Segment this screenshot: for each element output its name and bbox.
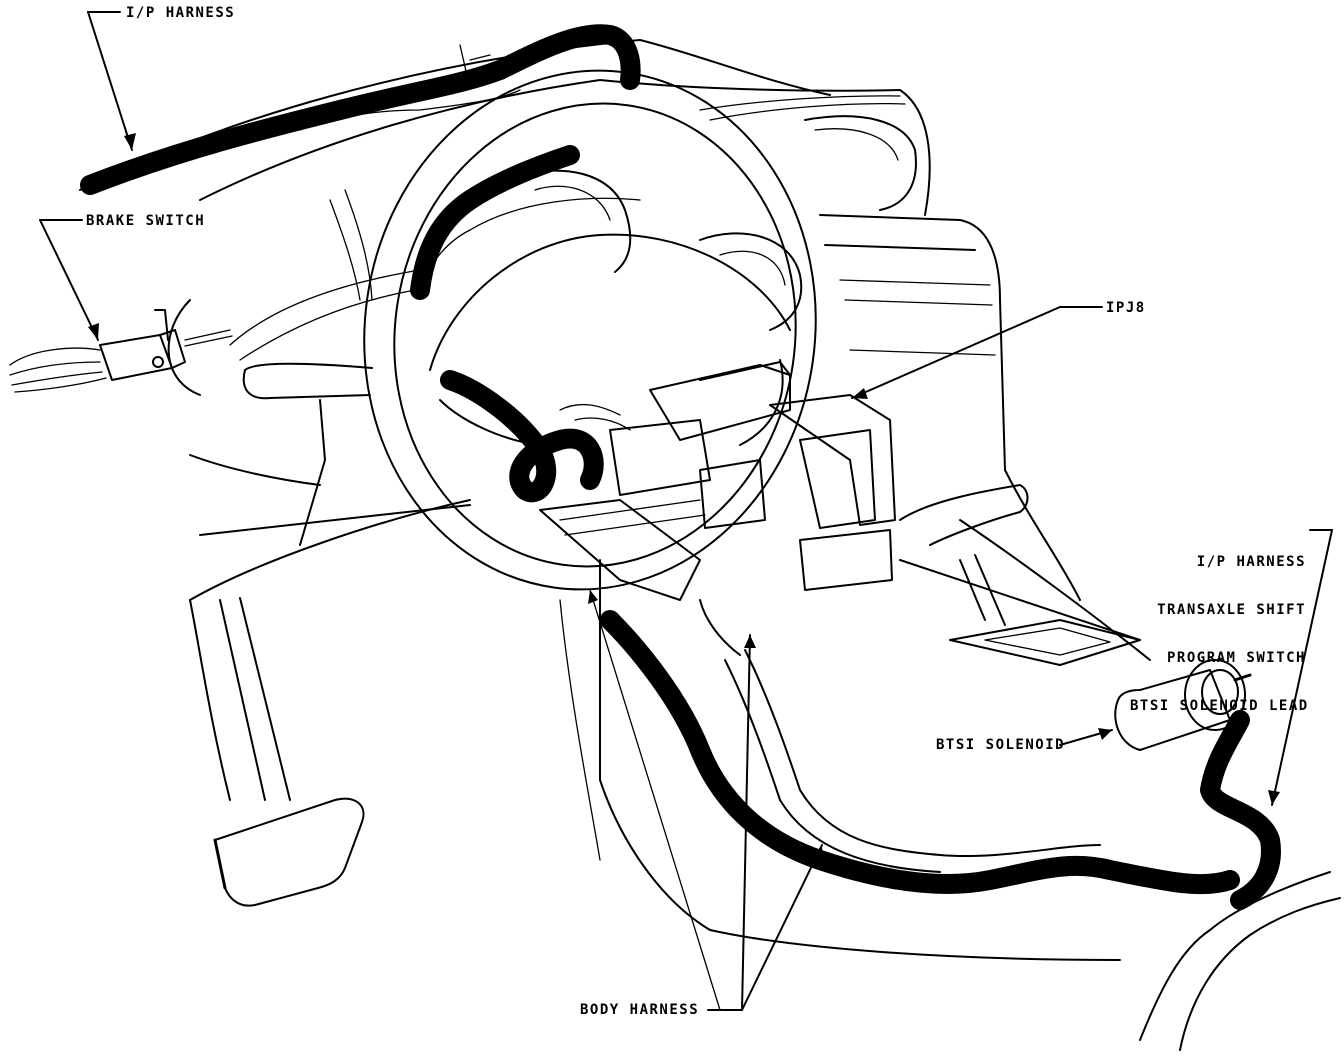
dashboard-outline <box>79 39 1341 1051</box>
label-ipj8: IPJ8 <box>1106 300 1146 316</box>
label-btsi-solenoid-lead-line: BTSI SOLENOID LEAD <box>1130 698 1309 714</box>
btsi-solenoid-lead <box>1200 710 1281 910</box>
label-program-switch-line: PROGRAM SWITCH <box>1166 650 1306 666</box>
label-ip-harness: I/P HARNESS <box>126 5 236 21</box>
label-ip-harness-line: I/P HARNESS <box>1196 554 1306 570</box>
body-harness-wire <box>600 599 1240 895</box>
leader-lines <box>39 11 1333 1011</box>
label-brake-switch: BRAKE SWITCH <box>86 213 206 229</box>
ip-harness-wire <box>80 24 641 300</box>
brake-switch <box>9 309 233 393</box>
label-transaxle-shift-line: TRANSAXLE SHIFT <box>1157 602 1306 618</box>
label-ip-harness-group: I/P HARNESS TRANSAXLE SHIFT PROGRAM SWIT… <box>1130 522 1309 746</box>
harness-coil <box>440 370 631 503</box>
brake-pedal <box>213 797 365 907</box>
label-body-harness: BODY HARNESS <box>580 1002 700 1018</box>
ipj8-connector-block <box>539 361 896 601</box>
label-btsi-solenoid: BTSI SOLENOID <box>936 737 1066 753</box>
